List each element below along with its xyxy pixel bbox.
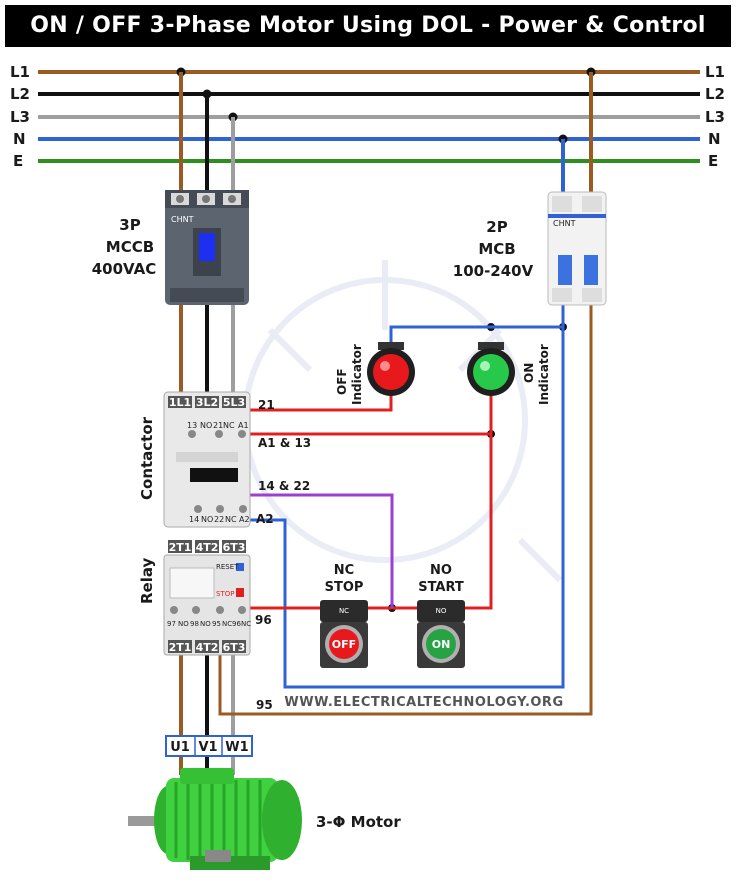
contactor-terminal-4t2: 4T2 [196, 541, 219, 554]
relay-contact-nc1: NC [222, 620, 232, 628]
wire-label-a2: A2 [256, 512, 274, 526]
page-title: ON / OFF 3-Phase Motor Using DOL - Power… [5, 5, 731, 47]
relay-label: Relay [138, 557, 156, 604]
three-phase-motor [128, 768, 302, 870]
start-push-button: ON NO [417, 600, 465, 668]
relay-contact-96: 96 [232, 620, 241, 628]
wire-label-96: 96 [255, 613, 272, 627]
line-label-n-right: N [708, 130, 721, 148]
mcb-label-voltage: 100-240V [453, 262, 534, 280]
relay-contact-no2: NO [200, 620, 211, 628]
aux-top-a1: A1 [238, 421, 249, 430]
line-label-l3-right: L3 [705, 108, 725, 126]
motor-terminal-u1: U1 [170, 740, 190, 755]
background-logo [242, 260, 563, 583]
relay-terminal-6t3: 6T3 [223, 641, 246, 654]
contactor-terminal-3l2: 3L2 [196, 396, 218, 409]
mccb-label-type: MCCB [106, 238, 154, 256]
relay-contact-95: 95 [212, 620, 221, 628]
on-indicator-label-1: ON [522, 363, 536, 383]
relay-contact-97: 97 [167, 620, 176, 628]
motor-terminal-v1: V1 [198, 740, 217, 755]
on-indicator-label-2: Indicator [537, 344, 551, 405]
aux-top-nc: NC [223, 421, 235, 430]
start-button-contact: NO [436, 607, 447, 615]
line-label-e-left: E [13, 152, 23, 170]
relay-stop-label: STOP [216, 590, 234, 598]
stop-button-type: NC [334, 563, 354, 578]
contactor-terminal-5l3: 5L3 [223, 396, 245, 409]
aux-top-13: 13 [187, 421, 197, 430]
relay-contact-nc2: NC [241, 620, 251, 628]
line-label-l3-left: L3 [10, 108, 30, 126]
stop-button-contact: NC [339, 607, 349, 615]
contactor: 1L1 3L2 5L3 13 NO 21 NC A1 14 NO 22 NC A… [163, 391, 251, 554]
junction-dots [176, 67, 596, 612]
mcb-breaker: CHNT [547, 191, 607, 306]
aux-bottom-a2: A2 [239, 515, 250, 524]
overload-relay: RESET STOP 97 NO 98 NO 95 NC 96 NC 2T1 4… [163, 554, 251, 656]
mcb-brand: CHNT [553, 219, 576, 228]
relay-terminal-4t2: 4T2 [196, 641, 219, 654]
contactor-terminal-2t1: 2T1 [169, 541, 192, 554]
on-indicator-lamp [467, 342, 515, 396]
watermark-url: WWW.ELECTRICALTECHNOLOGY.ORG [284, 695, 563, 710]
motor-terminal-w1: W1 [225, 740, 248, 755]
wire-label-21: 21 [258, 398, 275, 412]
start-button-name: START [418, 580, 464, 595]
aux-top-no: NO [200, 421, 212, 430]
mccb-breaker: CHNT [165, 190, 249, 305]
line-label-l2-right: L2 [705, 85, 725, 103]
line-label-n-left: N [13, 130, 26, 148]
mccb-brand: CHNT [171, 215, 194, 224]
contactor-terminal-1l1: 1L1 [169, 396, 191, 409]
control-wires [196, 305, 593, 716]
mcb-label-type: MCB [478, 240, 515, 258]
relay-contact-98: 98 [190, 620, 199, 628]
mcb-label-poles: 2P [486, 218, 507, 236]
line-label-l2-left: L2 [10, 85, 30, 103]
stop-push-button: OFF NC [320, 600, 368, 668]
line-label-l1-right: L1 [705, 63, 725, 81]
start-button-face: ON [432, 638, 451, 651]
contactor-label: Contactor [138, 416, 156, 500]
stop-button-face: OFF [332, 638, 356, 651]
aux-bottom-nc: NC [225, 515, 237, 524]
wire-label-95: 95 [256, 698, 273, 712]
relay-terminal-2t1: 2T1 [169, 641, 192, 654]
motor-label: 3-Φ Motor [316, 813, 401, 831]
off-indicator-label-2: Indicator [350, 344, 364, 405]
off-indicator-label-1: OFF [335, 368, 349, 395]
relay-contact-no1: NO [178, 620, 189, 628]
motor-terminal-box [165, 735, 253, 757]
wire-label-a1-13: A1 & 13 [258, 436, 311, 450]
off-indicator-lamp [367, 342, 415, 396]
wire-label-14-22: 14 & 22 [258, 479, 310, 493]
aux-top-21: 21 [213, 421, 223, 430]
contactor-terminal-6t3: 6T3 [223, 541, 246, 554]
mccb-label-voltage: 400VAC [92, 260, 157, 278]
relay-reset-label: RESET [216, 563, 239, 571]
aux-bottom-no: NO [201, 515, 213, 524]
mccb-label-poles: 3P [119, 216, 140, 234]
bus-lines [38, 70, 700, 163]
start-button-type: NO [430, 563, 452, 578]
line-label-l1-left: L1 [10, 63, 30, 81]
aux-bottom-14: 14 [189, 515, 199, 524]
aux-bottom-22: 22 [214, 515, 224, 524]
line-label-e-right: E [708, 152, 718, 170]
stop-button-name: STOP [325, 580, 364, 595]
